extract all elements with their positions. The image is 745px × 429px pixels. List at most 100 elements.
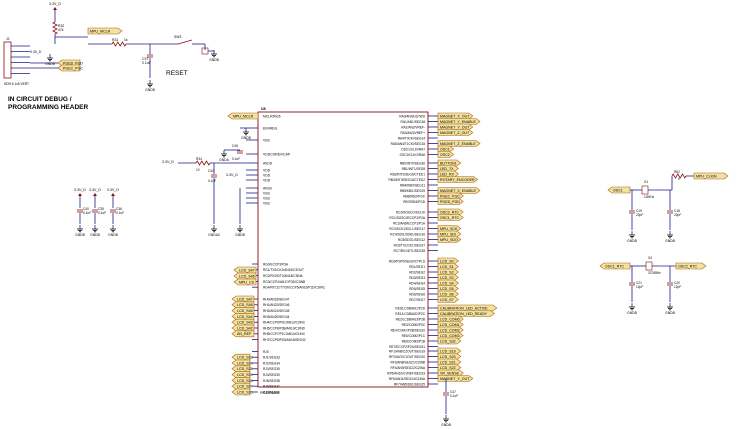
net-left-j-6-text: LCD_S36 (237, 390, 253, 394)
c20-label: C20 (674, 281, 680, 285)
net-osc1-text: OSC1 (613, 188, 623, 192)
mcu-pin-re-0: RE0/LCDBIAS1/P2D (395, 306, 425, 310)
x1-label: X1 (644, 180, 648, 184)
gnd-cap-0-text: GNDB (75, 233, 86, 237)
x1-value: 12MHz (644, 195, 655, 199)
net-osc2-rtc (675, 262, 707, 270)
net-ra-2-text: MAGNET_Y_OUT (440, 125, 470, 129)
mcu-pin-ra-5: RA5/AN4/T1CKI/SEG15 (391, 142, 426, 146)
net-left-h-0 (231, 295, 255, 303)
crystal-x1 (641, 185, 649, 195)
vcc-C40 (78, 193, 82, 196)
vdd-local: 3.3V_D (226, 173, 238, 177)
net-rf-0-text: LCD_S19 (440, 349, 456, 353)
net-left-h-4-text: LCD_S43 (237, 321, 253, 325)
net-mcu-mclr (227, 112, 259, 120)
r32-value: 47k (58, 28, 64, 32)
net-rc-0-text: OSC2_RTC (440, 210, 460, 214)
mcu-pin-rb-1: RB1/INT1/SEG8 (402, 167, 426, 171)
cap-label-1: C35 (98, 207, 104, 211)
mcu-pin-left-top-8: AVSS (263, 186, 273, 190)
mcu-pin-rb-6: RB6/KBI2/PGC (403, 194, 425, 198)
net-left-h-5-text: LCD_S42 (237, 326, 253, 330)
mcu-pin-ra-4: RA4/T0CKI/SEG14 (398, 136, 426, 140)
mcu-ref: U8 (261, 107, 266, 111)
net-rc-1-text: OSC1_RTC (440, 216, 460, 220)
mcu-pin-rc-5: RC5/SDO1/SEG12 (398, 238, 425, 242)
net-re-1 (437, 310, 495, 317)
mcu-u8-body (257, 111, 429, 388)
net-rc-3 (437, 225, 462, 232)
net-mpu-clkin (693, 172, 729, 180)
net-re-0 (437, 304, 498, 312)
net-mpu-mclr (87, 27, 123, 35)
mcu-pin-rf-5: RF6/AN11/SEG24/C1INA (389, 377, 426, 381)
mcu-pin-rc-4: RC4/SDI1/SDA1/SEG16 (390, 232, 425, 236)
mcu-pin-rf-4: RF5/AN10/CVREF/SEG23 (387, 371, 425, 375)
cap-value-1: 0.1uF (98, 211, 106, 215)
mcu-pin-rf-1: RF2/AN7/C1OUT/SEG20 (389, 355, 425, 359)
r34-label: R34 (196, 157, 202, 161)
c20-value: 12pF (674, 285, 681, 289)
net-left-h-5 (231, 324, 255, 332)
r34-value: 10 (196, 168, 200, 172)
net-rd-4 (437, 279, 459, 287)
j2-vd-label: 3.3V_D (30, 50, 42, 54)
net-left-j-1-text: LCD_S34 (237, 361, 253, 365)
net-rb-6 (437, 192, 464, 200)
connector-j2 (3, 41, 12, 79)
net-rb-1-text: LED_TX (440, 167, 454, 171)
net-rf-3 (437, 364, 462, 371)
mcu-pin-left-bot-1: RG1/TX2/CK2/AN19/C3OUT (263, 268, 304, 272)
net-rd-0-text: LCD_S0 (440, 259, 454, 263)
mcu-pin-rc-2: RC2/AN9/ECCP1/P1A (393, 221, 426, 225)
mcu-pin-rd-2: RD2/SEG2 (409, 270, 425, 274)
c47-label: C47 (450, 390, 456, 394)
net-left-j-1 (231, 359, 251, 367)
net-rf-1 (437, 353, 462, 360)
mcu-pin-rb-2: RB2/INT2/SEG9/CTED1 (390, 172, 425, 176)
net-re-0-text: CALIBRATION_LED_ACTIVE (440, 306, 488, 310)
mcu-pin-rd-0: RD0/PSP0/SEG0/CTPLS (389, 259, 425, 263)
net-left-j-0 (231, 353, 251, 361)
net-left-g-1 (233, 272, 257, 280)
net-rb-1 (437, 165, 459, 172)
net-left-h-3 (231, 313, 255, 320)
net-rf-4 (437, 369, 464, 377)
net-left-g-0-text: LCD_S47 (239, 268, 255, 272)
mcu-pin-rc-3: RC3/SCK1/SCL1/SEG17 (389, 227, 425, 231)
gnd-c19-text: GNDB (627, 239, 638, 243)
c45-label: C45 (232, 144, 238, 148)
mcu-pin-left-bot-6: RH1/AN22/SEG46 (263, 303, 290, 307)
x2-value: 32768Hz (648, 271, 661, 275)
net-re-3 (437, 321, 464, 328)
net-left-j-6 (231, 388, 251, 396)
resistor-r32 (52, 21, 58, 35)
mcu-pin-ra-2: RA2/AN2/VREF- (401, 125, 425, 129)
net-ra-7 (437, 151, 455, 158)
net-rf-5 (437, 375, 474, 382)
gnd-c20-text: GNDB (665, 311, 676, 315)
mcu-pin-rb-0: RB0/INT0/SEG30 (400, 161, 425, 165)
mcu-pin-rd-7: RD7/SEG7 (409, 298, 425, 302)
c45-value: 0.1uF (232, 157, 240, 161)
net-ra-7-text: OSC2 (440, 153, 450, 157)
c19-label: C19 (636, 209, 642, 213)
net-ra-5-text: MAGNET_Z_ENABLE (440, 142, 476, 146)
net-rb-0 (437, 159, 462, 167)
c21-value: 12pF (636, 285, 643, 289)
net-left-j-2 (231, 365, 251, 373)
net-rc-4-text: MPU_SDI (440, 232, 456, 236)
mcu-pin-rc-6: RC6/TX1/CK1/SEG27 (394, 243, 426, 247)
mcu-pin-ra-0: RA0/AN0/ULPWU (399, 114, 425, 118)
switch-sw3 (177, 39, 193, 45)
debug-title-line2: PROGRAMMING HEADER (8, 104, 89, 111)
gnd-vss-text: GNDB (235, 233, 246, 237)
vcc-r32 (53, 7, 57, 10)
mcu-pin-left-bot-18: RJ5/SEG38 (263, 379, 280, 383)
net-re-2 (437, 315, 464, 323)
net-rb-7-text: PGED_PGD (440, 200, 460, 204)
mcu-pin-re-4: RE4/COM1/P3B/SEG32 (391, 328, 426, 332)
gnd-gnda2-text: GNDA2 (208, 233, 220, 237)
mcu-pin-re-7: RE7/ECCP2/P2A/SEG31 (389, 345, 425, 349)
